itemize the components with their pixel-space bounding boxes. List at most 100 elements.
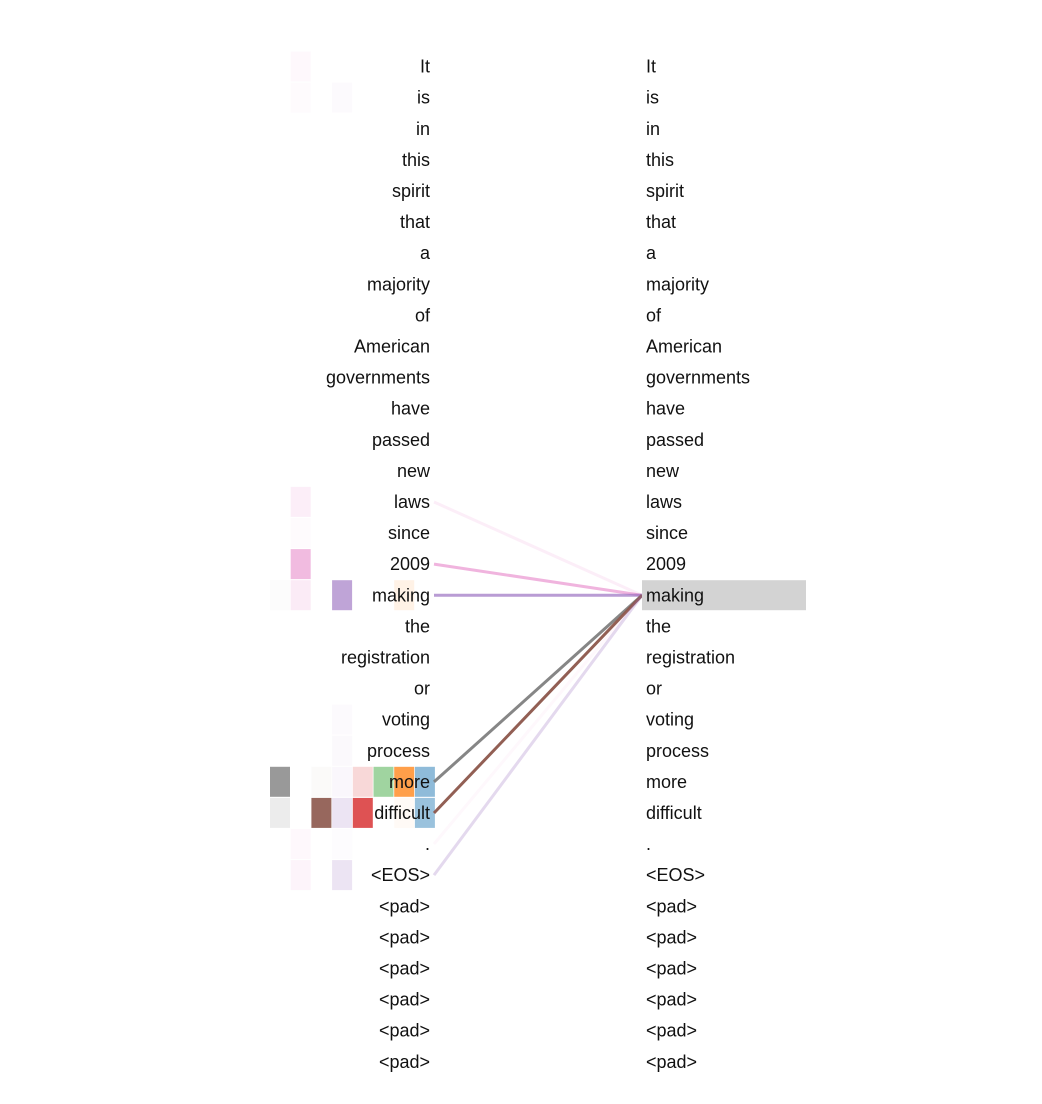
right-token[interactable]: registration: [646, 647, 735, 667]
left-token[interactable]: more: [389, 772, 430, 792]
attention-cell: [290, 549, 311, 580]
attention-cell: [290, 580, 311, 611]
attention-line: [433, 562, 643, 597]
left-token[interactable]: process: [367, 741, 430, 761]
attention-cell: [332, 735, 353, 766]
left-token[interactable]: American: [354, 337, 430, 357]
right-token[interactable]: voting: [646, 710, 694, 730]
left-token[interactable]: difficult: [374, 803, 430, 823]
right-token[interactable]: have: [646, 399, 685, 419]
left-token[interactable]: <pad>: [379, 1052, 430, 1072]
right-token[interactable]: process: [646, 741, 709, 761]
right-token[interactable]: majority: [646, 274, 709, 294]
left-token[interactable]: governments: [326, 368, 430, 388]
left-token[interactable]: laws: [394, 492, 430, 512]
attention-cell: [290, 860, 311, 891]
left-token[interactable]: making: [372, 585, 430, 605]
right-token[interactable]: a: [646, 243, 657, 263]
attention-cell: [311, 797, 332, 828]
attention-cell: [311, 767, 331, 797]
attention-cell: [332, 860, 353, 891]
left-token[interactable]: <EOS>: [371, 865, 430, 885]
left-token[interactable]: <pad>: [379, 1021, 430, 1041]
attention-cell: [414, 766, 435, 797]
right-token[interactable]: since: [646, 523, 688, 543]
attention-cell: [291, 518, 311, 548]
attention-cell: [332, 797, 353, 828]
attention-cell: [270, 766, 290, 797]
right-token[interactable]: that: [646, 212, 676, 232]
right-token[interactable]: in: [646, 119, 660, 139]
right-token[interactable]: this: [646, 150, 674, 170]
left-token[interactable]: is: [417, 88, 430, 108]
left-token[interactable]: .: [425, 834, 430, 854]
left-token[interactable]: or: [414, 679, 430, 699]
attention-cell: [332, 829, 352, 859]
right-token[interactable]: <pad>: [646, 1052, 697, 1072]
left-token[interactable]: that: [400, 212, 430, 232]
attention-line: [433, 500, 643, 597]
left-token[interactable]: voting: [382, 710, 430, 730]
right-token[interactable]: <pad>: [646, 896, 697, 916]
left-token[interactable]: the: [405, 616, 430, 636]
right-token[interactable]: the: [646, 616, 671, 636]
attention-cell: [394, 766, 415, 797]
right-token[interactable]: making: [646, 585, 704, 605]
left-token[interactable]: a: [420, 243, 431, 263]
selected-token-highlight: [642, 580, 806, 611]
right-token[interactable]: is: [646, 88, 659, 108]
attention-cell: [291, 83, 311, 113]
right-token[interactable]: It: [646, 57, 656, 77]
left-token[interactable]: majority: [367, 274, 430, 294]
right-token[interactable]: <pad>: [646, 990, 697, 1010]
attention-cell: [332, 83, 352, 113]
attention-cell: [332, 580, 353, 611]
left-token[interactable]: have: [391, 399, 430, 419]
attention-cell: [270, 797, 290, 828]
right-token[interactable]: <EOS>: [646, 865, 705, 885]
left-token[interactable]: spirit: [392, 181, 430, 201]
left-token[interactable]: passed: [372, 430, 430, 450]
right-token[interactable]: <pad>: [646, 1021, 697, 1041]
attention-cell: [332, 705, 352, 735]
attention-cell: [352, 797, 373, 828]
left-token[interactable]: 2009: [390, 554, 430, 574]
attention-heatmap: [270, 51, 435, 891]
attention-cell: [394, 580, 415, 611]
left-token[interactable]: It: [420, 57, 430, 77]
attention-cell: [290, 51, 311, 82]
right-token[interactable]: American: [646, 337, 722, 357]
attention-cell: [352, 766, 373, 797]
right-token[interactable]: of: [646, 305, 662, 325]
left-token[interactable]: new: [397, 461, 431, 481]
right-token[interactable]: <pad>: [646, 959, 697, 979]
right-token[interactable]: <pad>: [646, 927, 697, 947]
right-token[interactable]: laws: [646, 492, 682, 512]
left-token[interactable]: of: [415, 305, 431, 325]
right-token[interactable]: 2009: [646, 554, 686, 574]
left-token[interactable]: <pad>: [379, 959, 430, 979]
left-token[interactable]: in: [416, 119, 430, 139]
left-token[interactable]: this: [402, 150, 430, 170]
attention-cell: [290, 486, 311, 517]
attention-line: [432, 594, 644, 815]
attention-line: [432, 594, 644, 845]
attention-line: [432, 594, 644, 784]
left-token[interactable]: registration: [341, 647, 430, 667]
right-token[interactable]: spirit: [646, 181, 684, 201]
right-token[interactable]: more: [646, 772, 687, 792]
left-token[interactable]: <pad>: [379, 896, 430, 916]
left-token[interactable]: <pad>: [379, 927, 430, 947]
right-token[interactable]: .: [646, 834, 651, 854]
right-token[interactable]: governments: [646, 368, 750, 388]
attention-cell: [394, 797, 415, 828]
left-token[interactable]: since: [388, 523, 430, 543]
right-token[interactable]: or: [646, 679, 662, 699]
left-token[interactable]: <pad>: [379, 990, 430, 1010]
attention-cell: [373, 766, 394, 797]
right-token[interactable]: new: [646, 461, 680, 481]
right-token[interactable]: difficult: [646, 803, 702, 823]
right-token[interactable]: passed: [646, 430, 704, 450]
